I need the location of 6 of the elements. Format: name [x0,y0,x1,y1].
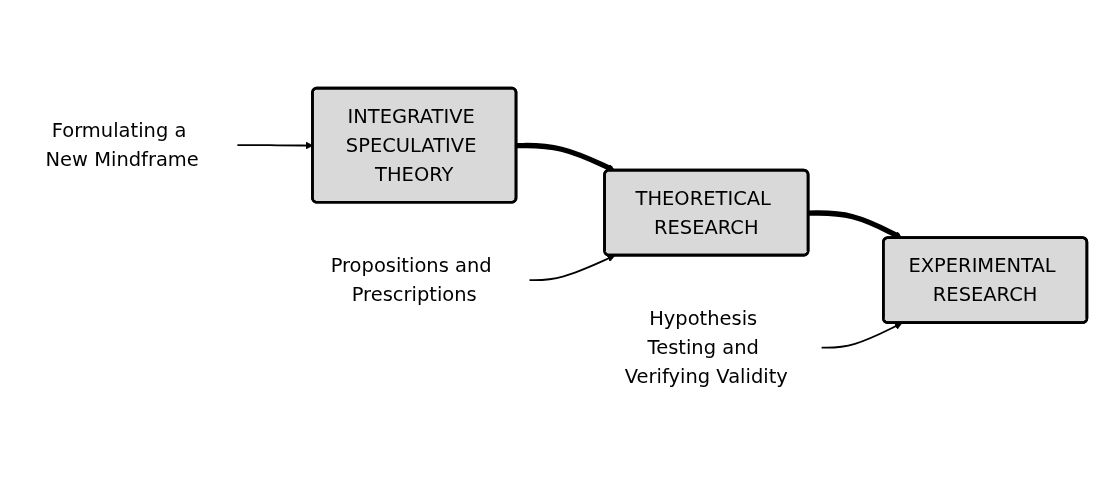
node-text: Formulating a New Mindframe [45,119,199,171]
arrow [516,142,616,172]
node-text: Propositions and Prescriptions [330,254,492,306]
arrow [820,322,903,349]
node-text: Hypothesis Testing and Verifying Validity [624,306,788,388]
arrow [528,254,616,281]
